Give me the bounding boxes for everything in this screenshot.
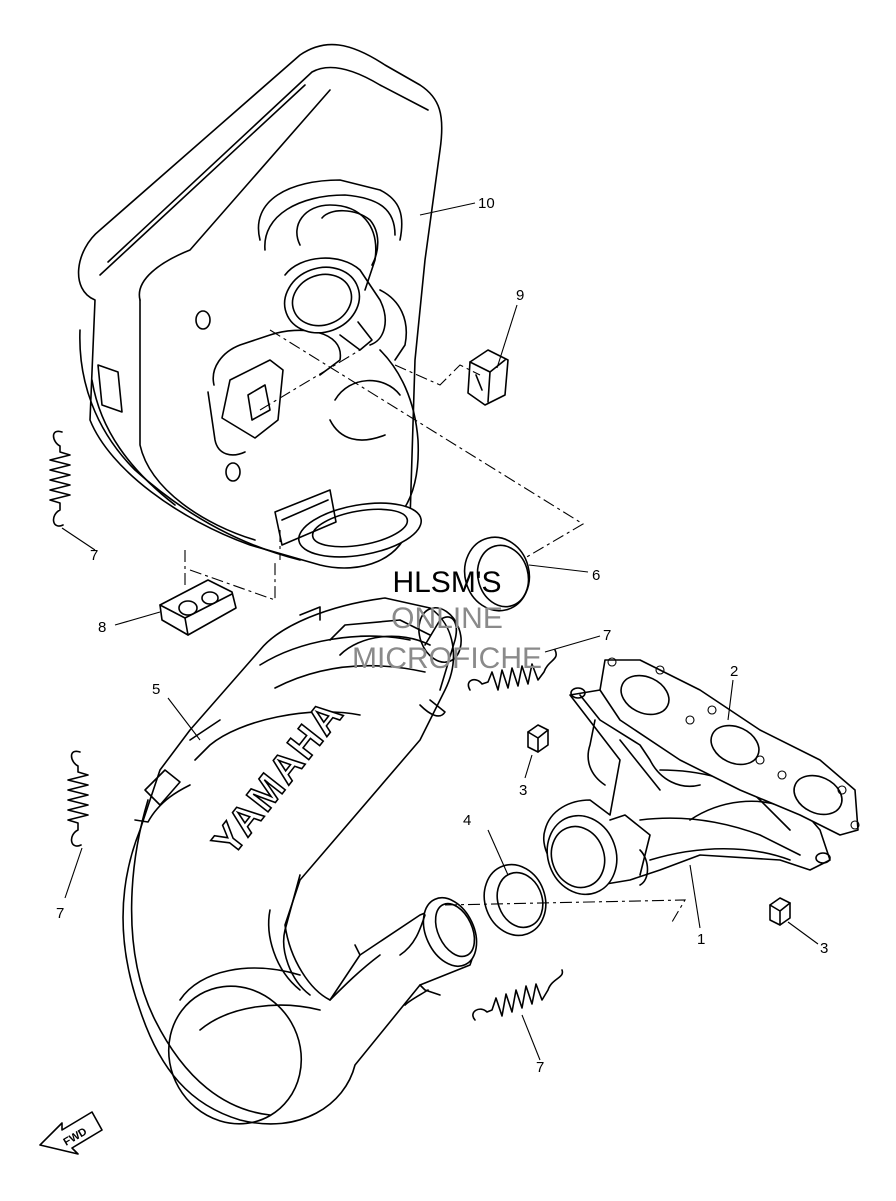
callout-3-upper: 3 bbox=[519, 782, 527, 799]
watermark: HLSM'S ONLINE MICROFICHE bbox=[352, 566, 542, 675]
callout-7-middle: 7 bbox=[603, 627, 611, 644]
fwd-arrow-icon: FWD bbox=[39, 1111, 103, 1155]
exhaust-chamber-part-5: YAMAHA bbox=[122, 597, 478, 1125]
callout-6: 6 bbox=[592, 567, 600, 584]
callout-4: 4 bbox=[463, 812, 471, 829]
spring-part-7-bottom bbox=[472, 969, 564, 1021]
callout-10: 10 bbox=[478, 195, 495, 212]
nut-part-3-upper bbox=[527, 724, 549, 753]
clip-part-9 bbox=[467, 349, 509, 406]
nut-part-3-lower bbox=[769, 897, 791, 926]
spring-part-7-left-bottom bbox=[67, 750, 89, 847]
watermark-line-3: MICROFICHE bbox=[352, 642, 542, 675]
assembly-lines bbox=[184, 329, 686, 923]
callout-3-lower: 3 bbox=[820, 940, 828, 957]
clip-part-8 bbox=[159, 579, 237, 636]
gasket-ring-part-6 bbox=[463, 536, 531, 612]
callout-5: 5 bbox=[152, 681, 160, 698]
callout-7-bottom: 7 bbox=[536, 1059, 544, 1076]
spring-part-7-left-top bbox=[49, 430, 71, 527]
watermark-line-1: HLSM'S bbox=[392, 566, 501, 599]
callout-8: 8 bbox=[98, 619, 106, 636]
callout-2: 2 bbox=[730, 663, 738, 680]
manifold-gasket-part-2 bbox=[599, 657, 860, 836]
callout-7-left-bottom: 7 bbox=[56, 905, 64, 922]
gasket-ring-part-4 bbox=[483, 863, 547, 937]
muffler-box-part-10 bbox=[77, 43, 443, 569]
exhaust-manifold-part-1 bbox=[543, 687, 831, 896]
callout-leaders bbox=[61, 202, 819, 1061]
callout-labels: 10 9 6 8 5 7 2 3 4 1 3 7 7 7 bbox=[56, 195, 828, 1076]
callout-7-left-top: 7 bbox=[90, 547, 98, 564]
callout-1: 1 bbox=[697, 931, 705, 948]
watermark-line-2: ONLINE bbox=[391, 602, 503, 635]
callout-9: 9 bbox=[516, 287, 524, 304]
spring-part-7-middle bbox=[467, 649, 557, 691]
